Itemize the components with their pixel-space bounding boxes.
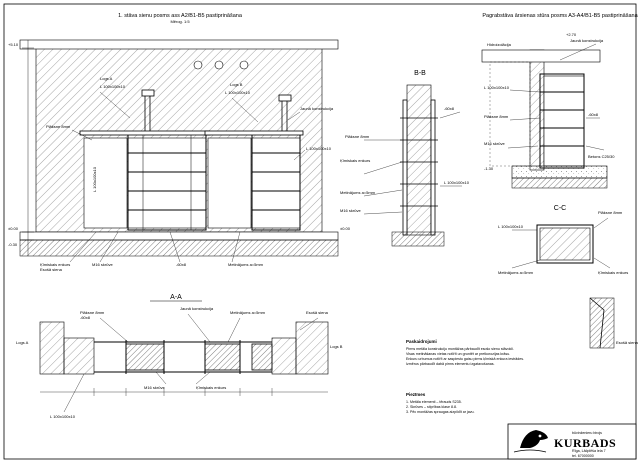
opening-b [207,137,252,229]
label-strip: -60x8 [176,262,187,267]
wd-label-new: Jaunā konstrukcija [570,38,604,43]
label-plate: Plāksne 8mm [46,124,71,129]
wd-label-strip: -60x8 [588,112,599,117]
section-cc-title: C-C [554,205,566,212]
notes-line: 3. Pēc montāžas spraugas aizpildīt ar ja… [406,410,475,414]
notes-heading-1: Paskaidrojumi [406,339,437,344]
wall-detail-title: Pagrabstāva ārsienas stūra posms A3-A4/B… [482,13,638,19]
level-l3-right: ±0.00 [340,226,351,231]
cc-label-plate: Plāksne 8mm [598,210,623,215]
title-address: Rīga, Lāčplēša iela 7 [572,449,606,453]
label-opening-b: Logs B [230,82,243,87]
pipe-opening [239,60,249,70]
level-l1: +5.10 [8,42,19,47]
elevation-scale: Mērog. 1:5 [170,19,190,24]
notes-line: Pirms metāla konstrukciju montāžas pārba… [406,347,514,351]
cc-label-anchor: Ķīmiskais enkurs [598,270,628,275]
label-column-3: L 100x100x10 [306,146,332,151]
lintel-b [204,130,304,136]
level-l4: -0.30 [8,242,18,247]
notes-line: 1. Metāla elementi – tērauds S235. [406,400,462,404]
notes-line: Visas metināšanas vietas notīrīt un grun… [406,352,510,356]
bb-label-anchor: Ķīmiskais enkurs [340,158,370,163]
aa-label-bolt: M16 skrūve [144,385,165,390]
bb-label-plate: Plāksne 8mm [345,134,370,139]
aa-label-column: L 100x100x10 [50,414,76,419]
opening-a [83,137,128,229]
cc-label-weld: Metinājums a=5mm [498,270,534,275]
label-opening-a: Logs A [100,76,113,81]
aa-label-anchor: Ķīmiskais enkurs [196,385,226,390]
label-column-4: L 100x100x10 [92,166,97,192]
sheet-border [3,3,637,460]
aa-label-new: Jaunā konstrukcija [180,306,214,311]
steel-frame-b [251,132,301,231]
bb-label-strip: -60x8 [444,106,455,111]
bb-label-weld: Metinājums a=5mm [340,190,376,195]
pipe-opening [193,60,203,70]
aa-label-weld: Metinājums a=5mm [230,310,266,315]
bb-label-column: L 100x100x10 [444,180,470,185]
aa-label-opening-b: Logs B [330,344,343,349]
wd-label-plate: Plāksne 8mm [484,114,509,119]
aa-label-opening: Logs A [16,340,29,345]
label-new: Jaunā konstrukcija [300,106,334,111]
wall-corner-detail: Pagrabstāva ārsienas stūra posms A3-A4/B… [481,13,639,189]
cc-label-column: L 100x100x10 [498,224,524,229]
aa-label-existing: Esošā siena [306,310,329,315]
wd-label-waterproof: Hidroizolācija [487,42,512,47]
section-cc: C-C L 100x100x10 Metinājums a=5mm Plāksn… [498,205,639,349]
wd-label-concrete: Betons C25/30 [588,154,615,159]
wd-level-top: +2.70 [566,32,577,37]
notes-heading-2: Piezīmes [406,392,426,397]
elevation-title: 1. stāva sienu posms ass A2/B1-B5 pastip… [118,13,243,19]
label-bolt: M16 skrūve [92,262,113,267]
bb-label-bolt: M16 skrūve [340,208,361,213]
logo-tagline: būvinženieru birojs [572,431,602,435]
pipe-opening [214,60,224,70]
top-slab [19,39,339,50]
notes-line: 2. Skrūves – stiprības klase 8.8. [406,405,457,409]
logo-brand: KURBADS [554,436,616,450]
elevation-view: 1. stāva sienu posms ass A2/B1-B5 pastip… [8,13,351,272]
title-contact: tel. 67000000 [572,454,594,458]
notes-line: Enkuru urbumus notīrīt ar saspiestu gais… [406,357,524,361]
wd-level-bottom: -1.30 [484,166,494,171]
aa-label-plate: Plāksne 8mm [80,310,105,315]
lintel-a [79,130,211,136]
section-bb: B-B Plāksne 8mm Ķīmiskais enkurs Metināj… [340,70,470,247]
level-l3: ±0.00 [8,226,19,231]
notes-block: Paskaidrojumi Pirms metāla konstrukciju … [406,339,524,414]
steel-frame-a [127,132,207,231]
label-column-2: L 100x100x10 [225,90,251,95]
label-weld: Metinājums a=5mm [228,262,264,267]
wd-label-bolt: M16 skrūve [484,141,505,146]
section-aa: A-A [16,294,343,419]
bottom-slab [19,231,339,241]
wd-label-column: L 100x100x10 [484,85,510,90]
section-bb-title: B-B [414,70,426,77]
label-column-1: L 100x100x10 [100,84,126,89]
title-block: būvinženieru birojs KURBADS Rīga, Lāčplē… [507,423,637,460]
cc-label-existing: Esošā siena [616,340,639,345]
label-anchor: Ķīmiskais enkurs [40,262,70,267]
label-existing: Esošā siena [40,267,63,272]
aa-label-strip: -60x8 [80,315,91,320]
logo-emblem-icon [513,430,548,453]
notes-line: Izmērus pārbaudīt dabā pirms elementu iz… [406,362,495,366]
section-aa-title: A-A [170,294,182,301]
